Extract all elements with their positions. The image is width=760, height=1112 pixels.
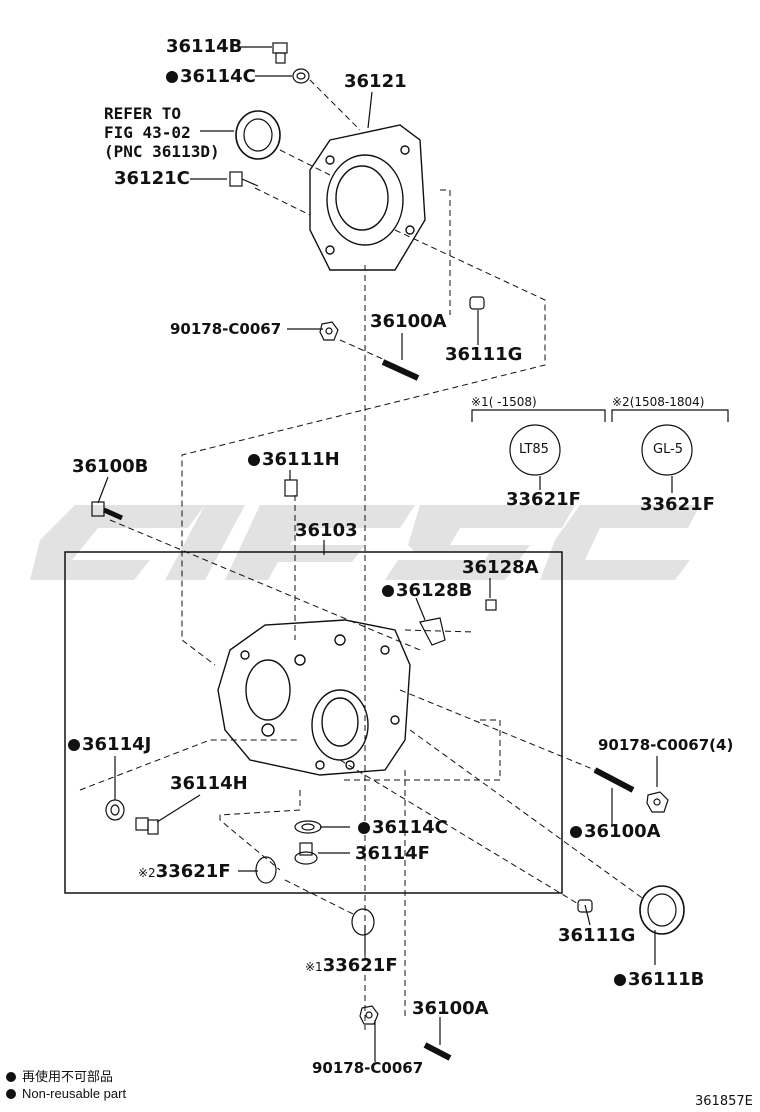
label-36114C-top-text: 36114C	[180, 66, 256, 87]
non-reusable-mark	[570, 826, 582, 838]
label-36114C-top: 36114C	[166, 68, 256, 86]
refer-line-3: (PNC 36113D)	[104, 142, 220, 161]
label-36114C-mid-text: 36114C	[372, 817, 448, 838]
part-36111H-breather	[284, 479, 298, 497]
part-36114H-plug	[135, 817, 159, 835]
part-36100A-stud-bottom	[423, 1042, 452, 1061]
label-36111H: 36111H	[248, 451, 340, 469]
non-reusable-mark	[248, 454, 260, 466]
part-36128B-bracket	[419, 617, 446, 646]
label-90178-bottom: 90178-C0067	[312, 1059, 424, 1077]
label-36111H-text: 36111H	[262, 449, 340, 470]
label-33621F-left: ※233621F	[138, 863, 231, 882]
non-reusable-mark	[358, 822, 370, 834]
non-reusable-mark	[68, 739, 80, 751]
mark-1: ※1	[305, 960, 323, 974]
bullet-icon	[6, 1072, 16, 1082]
oil-spec-1: LT85	[519, 442, 549, 457]
legend-jp-text: 再使用不可部品	[22, 1069, 114, 1084]
legend-en: Non-reusable part	[6, 1086, 126, 1101]
label-36114H: 36114H	[170, 773, 248, 794]
bullet-icon	[6, 1089, 16, 1099]
label-33621F-bottom-text: 33621F	[322, 955, 398, 976]
part-36111G-pin-bottom	[577, 899, 593, 913]
part-90178-nut-top	[319, 321, 339, 341]
part-33621F-oil-bottom	[351, 908, 375, 936]
label-36128B-text: 36128B	[396, 580, 473, 601]
label-36121: 36121	[344, 71, 407, 92]
oil-spec-circle-2	[641, 424, 693, 476]
label-36121C: 36121C	[114, 168, 190, 189]
non-reusable-mark	[382, 585, 394, 597]
part-36100B-bolt	[91, 501, 124, 521]
mark-2: ※2	[138, 866, 156, 880]
part-36114F-plug	[294, 842, 318, 865]
label-36100A-right-text: 36100A	[584, 821, 661, 842]
label-36111G-bottom: 36111G	[558, 925, 636, 946]
label-36100A-bottom: 36100A	[412, 998, 489, 1019]
part-36128A-bolt	[485, 599, 497, 611]
part-90178-nut-right	[646, 791, 669, 813]
label-36114J-text: 36114J	[82, 734, 152, 755]
range-note-2: ※2(1508-1804)	[612, 395, 705, 409]
part-36121-cover	[309, 124, 426, 271]
label-36114J: 36114J	[68, 736, 151, 754]
oil-spec-circle-1	[509, 424, 561, 476]
part-36100A-stud-top	[381, 359, 420, 381]
watermark	[30, 505, 700, 580]
label-36100A-top: 36100A	[370, 311, 447, 332]
refer-note: REFER TO FIG 43-02 (PNC 36113D)	[104, 104, 220, 161]
part-36111G-pin-top	[469, 296, 485, 310]
label-36114B: 36114B	[166, 36, 243, 57]
label-36111G-top: 36111G	[445, 344, 523, 365]
part-36114C-washer-mid	[294, 820, 322, 834]
case-group-frame	[64, 551, 563, 894]
label-36111B: 36111B	[614, 971, 704, 989]
label-36128B: 36128B	[382, 582, 472, 600]
part-36114J-washer	[105, 799, 125, 821]
refer-line-2: FIG 43-02	[104, 123, 191, 142]
label-36128A: 36128A	[462, 557, 539, 578]
label-36100A-right: 36100A	[570, 823, 661, 841]
refer-line-1: REFER TO	[104, 104, 182, 123]
part-oil-seal-refer	[235, 110, 281, 160]
label-90178-top: 90178-C0067	[170, 320, 282, 338]
part-36103-case	[217, 619, 411, 776]
part-90178-nut-bottom	[359, 1005, 379, 1025]
part-36121C-bolt	[229, 171, 259, 187]
part-36100A-stud-right	[593, 767, 635, 793]
label-36114C-mid: 36114C	[358, 819, 448, 837]
non-reusable-mark	[614, 974, 626, 986]
label-33621F-left-text: 33621F	[155, 861, 231, 882]
non-reusable-mark	[166, 71, 178, 83]
label-33621F-bottom: ※133621F	[305, 957, 398, 976]
label-36103: 36103	[295, 520, 358, 541]
label-33621F-1: 33621F	[506, 489, 581, 510]
label-36100B: 36100B	[72, 456, 149, 477]
label-36111B-text: 36111B	[628, 969, 705, 990]
part-36111B-oil-seal	[639, 885, 685, 935]
label-90178-right: 90178-C0067(4)	[598, 736, 734, 754]
part-36114C-washer	[292, 68, 310, 84]
diagram-code: 361857E	[695, 1094, 753, 1109]
legend-en-text: Non-reusable part	[22, 1086, 127, 1101]
legend-jp: 再使用不可部品	[6, 1066, 113, 1085]
oil-spec-2: GL-5	[653, 442, 684, 457]
range-note-1: ※1( -1508)	[471, 395, 537, 409]
part-36114B-plug	[272, 42, 288, 64]
part-33621F-oil-left	[255, 856, 277, 884]
label-36114F: 36114F	[355, 843, 430, 864]
label-33621F-2: 33621F	[640, 494, 715, 515]
